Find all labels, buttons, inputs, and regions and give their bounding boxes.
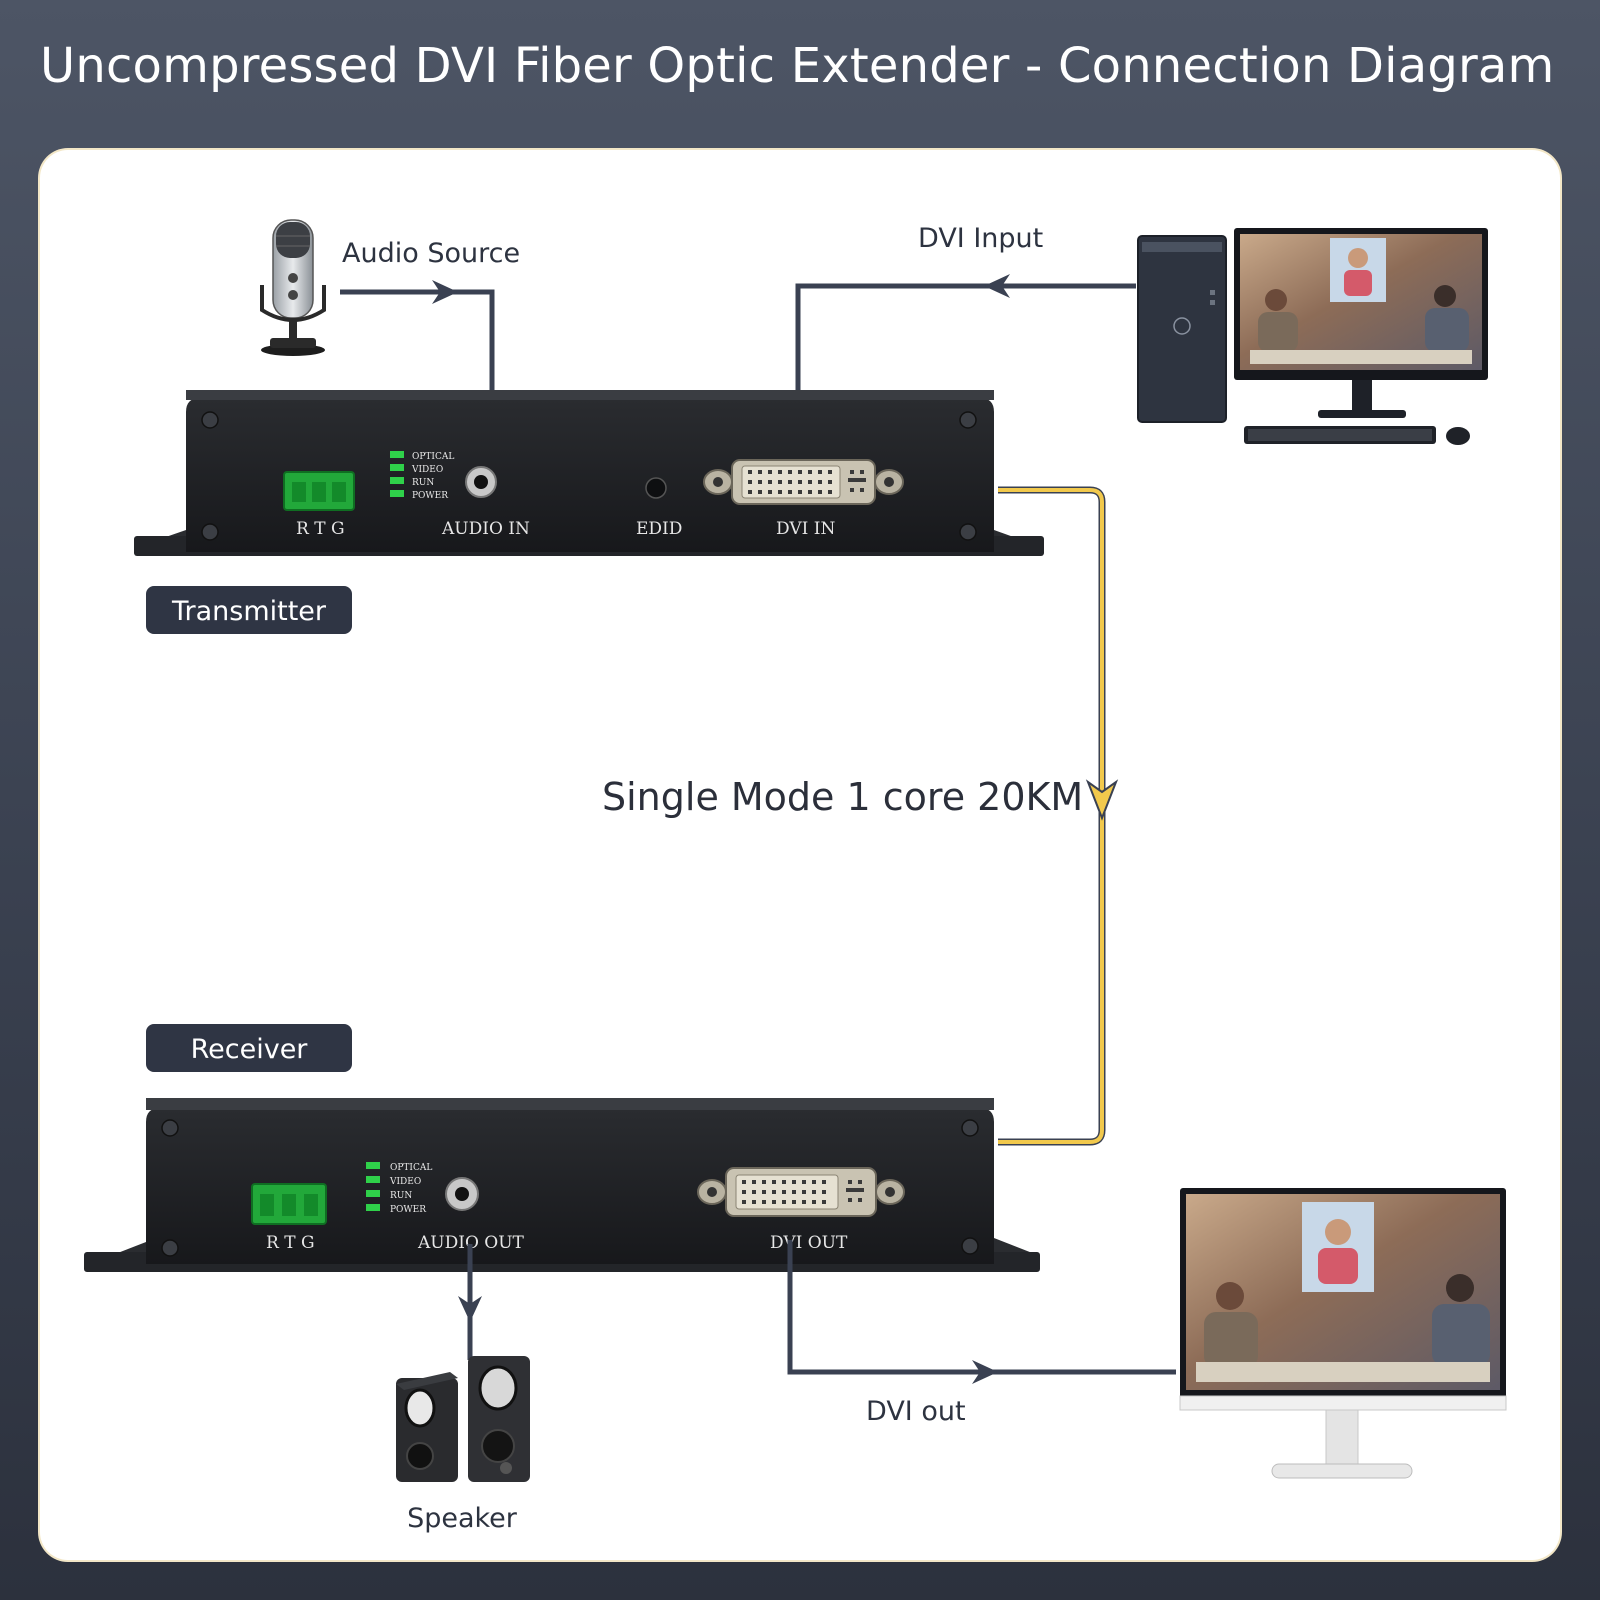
tx-led-power: POWER	[412, 491, 448, 501]
receiver-badge	[146, 1024, 352, 1072]
audio-out-cable	[458, 1244, 482, 1360]
tx-rtg-label: R T G	[296, 519, 345, 539]
tx-audio-label: AUDIO IN	[441, 519, 530, 539]
tx-led-run: RUN	[412, 478, 434, 488]
rx-dvi-label: DVI OUT	[770, 1233, 848, 1253]
receiver-device: R T G OPTICAL VIDEO RUN POWER AUDIO OUT	[84, 1098, 1040, 1272]
receiver-badge-label: Receiver	[191, 1034, 309, 1065]
tx-led-optical: OPTICAL	[412, 452, 454, 462]
dvi-out-label: DVI out	[866, 1396, 966, 1427]
edid-button	[645, 477, 667, 499]
transmitter-device: R T G OPTICAL VIDEO RUN POWER AUDIO IN E…	[134, 390, 1044, 556]
audio-source-label: Audio Source	[342, 238, 520, 269]
monitor-icon	[1234, 228, 1488, 418]
microphone-icon	[260, 219, 326, 356]
tx-dvi-label: DVI IN	[776, 519, 835, 539]
rx-audio-label: AUDIO OUT	[417, 1233, 525, 1253]
keyboard-icon	[1244, 426, 1436, 444]
tx-led-panel: OPTICAL VIDEO RUN POWER	[390, 451, 454, 501]
rx-rtg-label: R T G	[266, 1233, 315, 1253]
fiber-label: Single Mode 1 core 20KM	[602, 775, 1083, 819]
mouse-icon	[1446, 427, 1470, 445]
dvi-input-label: DVI Input	[918, 223, 1043, 254]
rx-dvi-port	[697, 1167, 905, 1217]
speaker-icon	[396, 1356, 530, 1482]
transmitter-badge-label: Transmitter	[171, 596, 327, 627]
tx-edid-label: EDID	[636, 519, 682, 539]
speaker-label: Speaker	[407, 1503, 518, 1534]
rx-led-optical: OPTICAL	[390, 1163, 432, 1173]
rx-led-video: VIDEO	[389, 1177, 421, 1187]
fiber-cable	[998, 486, 1119, 1146]
desktop-pc-icon	[1137, 235, 1227, 423]
output-monitor-icon	[1179, 1188, 1507, 1479]
rx-led-run: RUN	[390, 1191, 412, 1201]
tx-dvi-port	[703, 459, 904, 505]
tx-led-video: VIDEO	[411, 465, 443, 475]
rx-led-power: POWER	[390, 1205, 426, 1215]
rx-led-panel: OPTICAL VIDEO RUN POWER	[366, 1162, 432, 1215]
transmitter-badge	[146, 586, 352, 634]
page-title: Uncompressed DVI Fiber Optic Extender - …	[40, 38, 1555, 94]
dvi-out-cable	[787, 1240, 1176, 1384]
